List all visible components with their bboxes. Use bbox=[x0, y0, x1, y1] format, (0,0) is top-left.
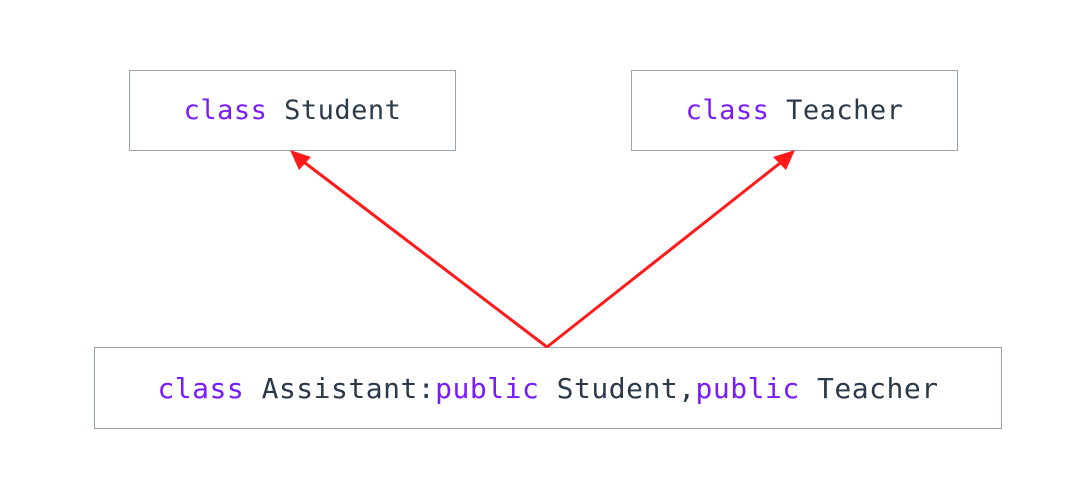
arrowhead-teacher bbox=[773, 150, 795, 170]
arrowhead-student bbox=[290, 150, 311, 170]
assistant-class-box: class Assistant:public Student,public Te… bbox=[94, 347, 1002, 429]
assistant-name: Assistant: bbox=[244, 371, 436, 405]
public-keyword-2: public bbox=[695, 371, 800, 405]
teacher-class-box: class Teacher bbox=[631, 70, 958, 151]
student-class-box: class Student bbox=[129, 70, 456, 151]
assistant-keyword: class bbox=[157, 371, 245, 405]
teacher-name: Teacher bbox=[769, 95, 904, 126]
arrow-to-teacher bbox=[546, 154, 790, 349]
arrow-to-student bbox=[295, 154, 548, 349]
base-class-student: Student, bbox=[539, 371, 696, 405]
public-keyword-1: public bbox=[435, 371, 540, 405]
teacher-keyword: class bbox=[685, 95, 770, 126]
base-class-teacher: Teacher bbox=[799, 371, 939, 405]
student-name: Student bbox=[267, 95, 402, 126]
student-keyword: class bbox=[183, 95, 268, 126]
